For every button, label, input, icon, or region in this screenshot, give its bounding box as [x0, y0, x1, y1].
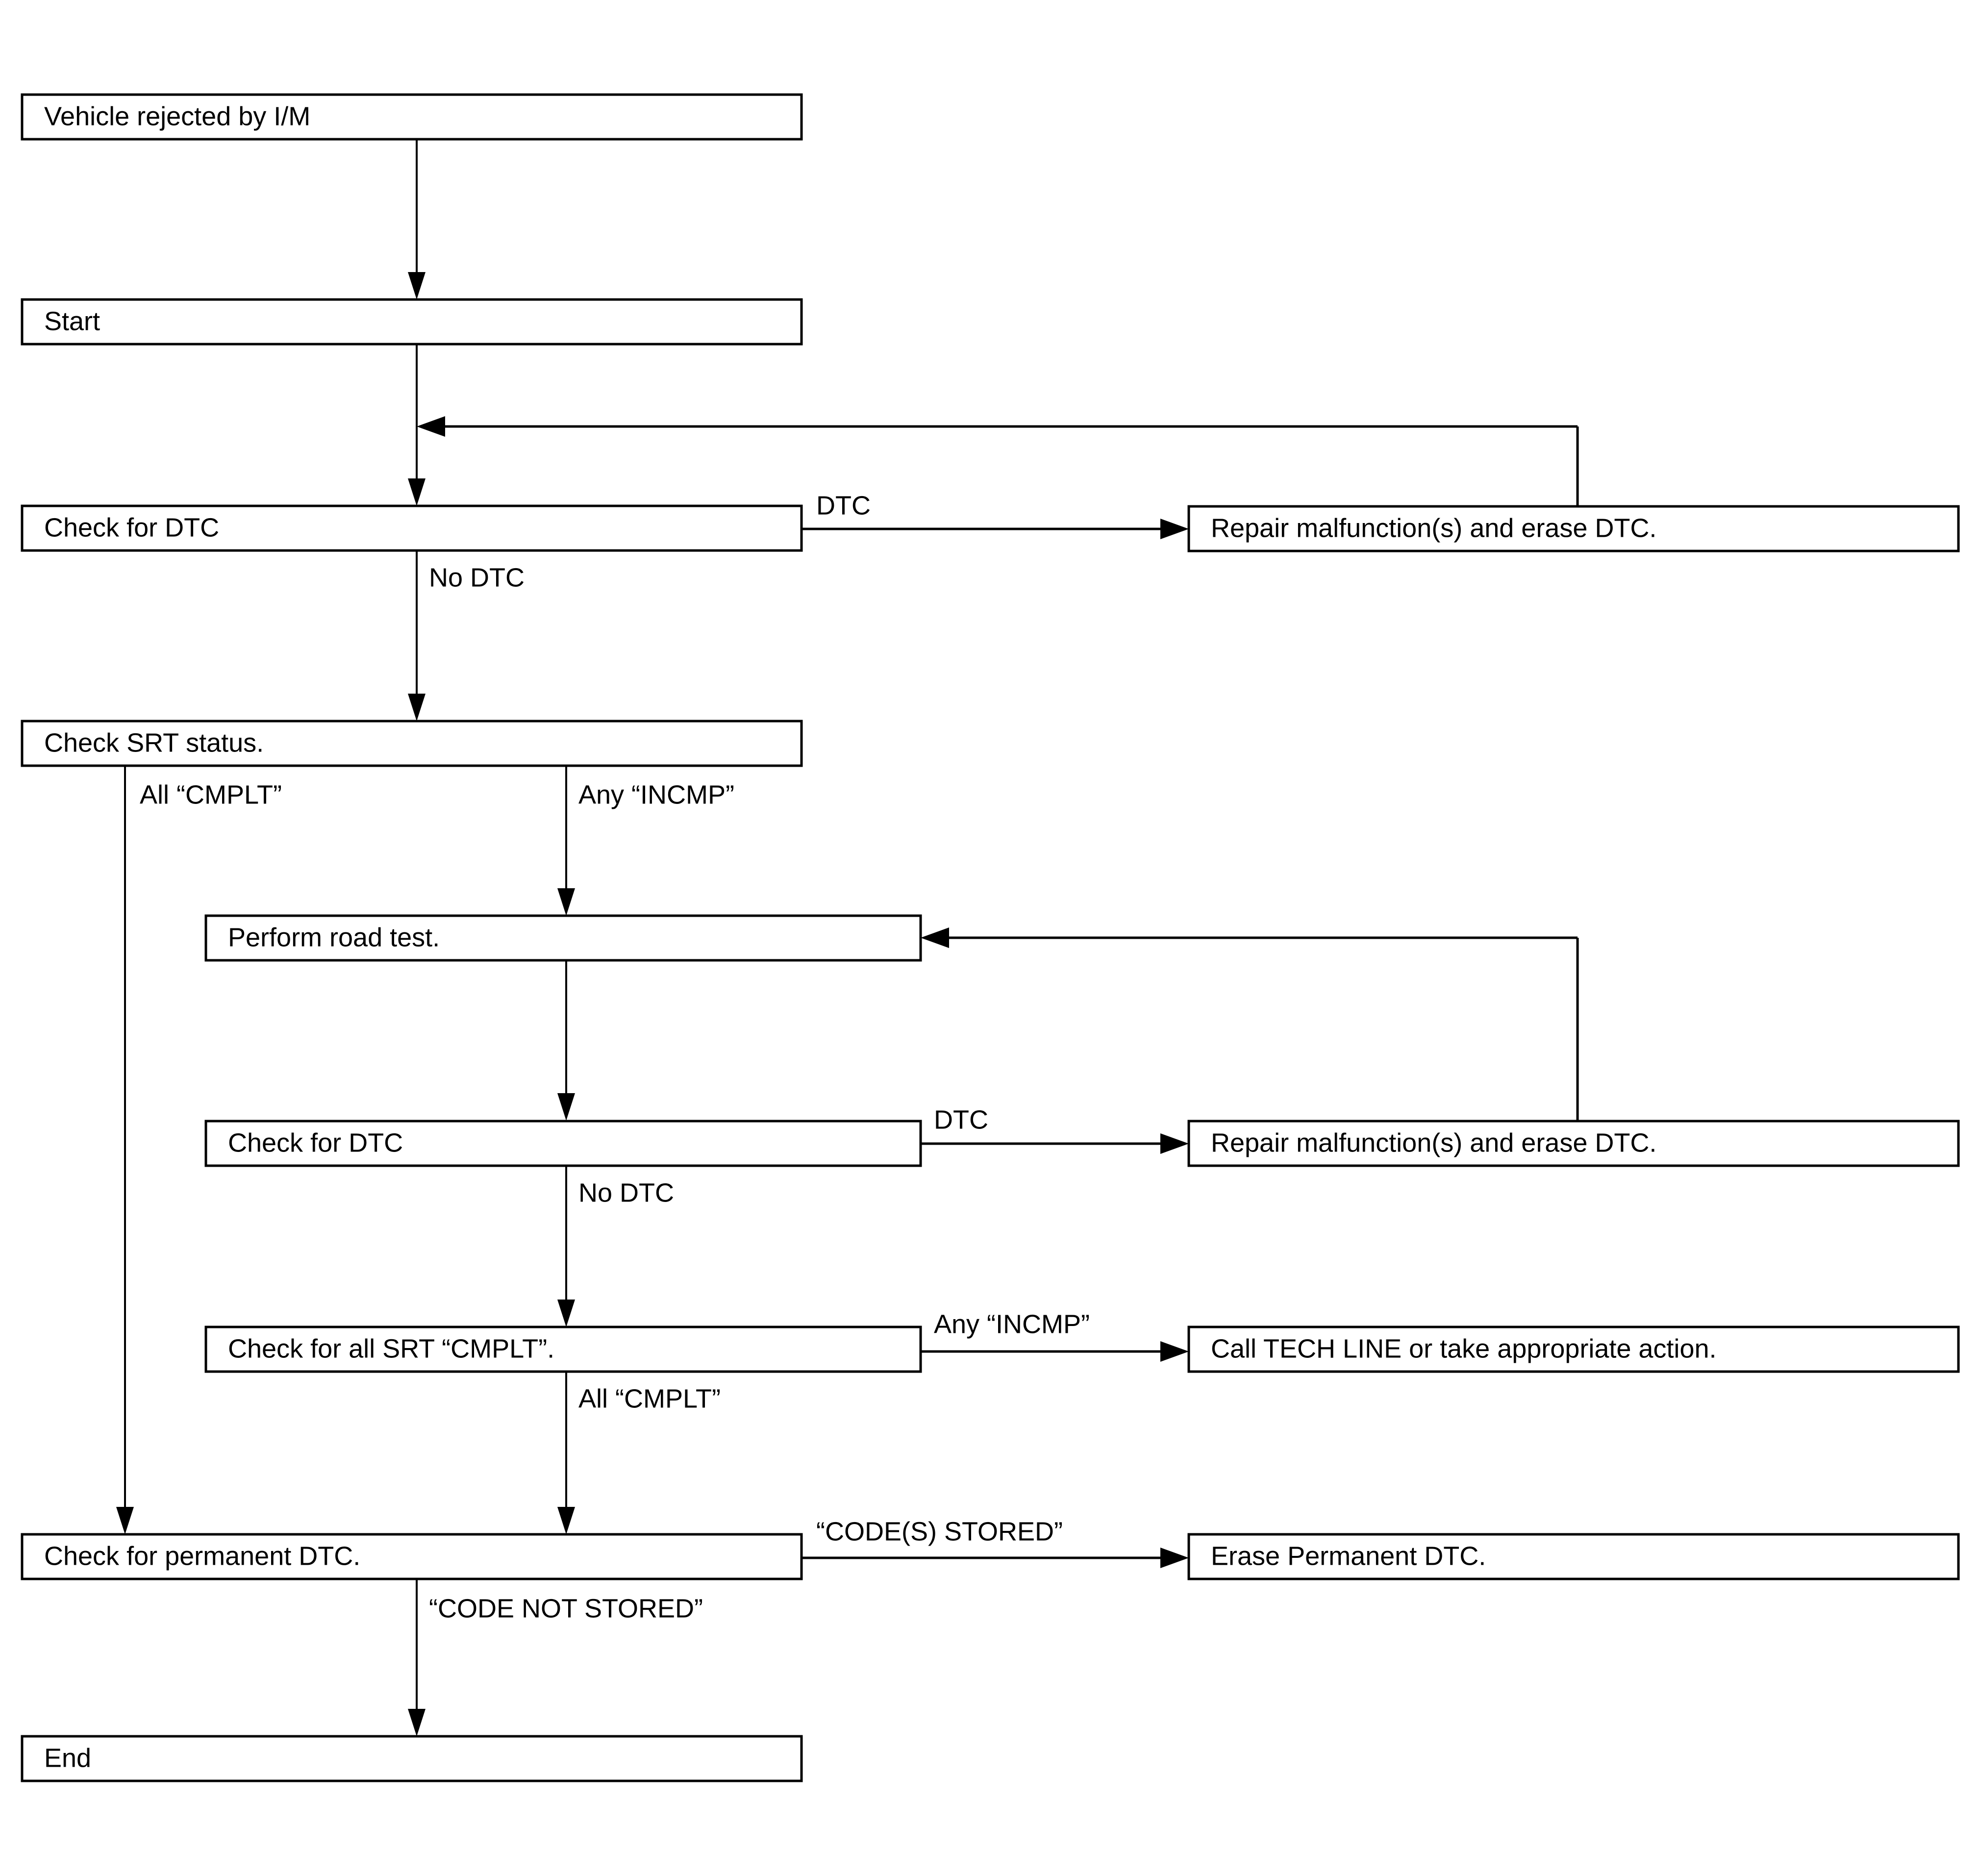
- edge-repair-2-loopback: [921, 927, 1579, 1121]
- node-vehicle-rejected[interactable]: Vehicle rejected by I/M: [21, 93, 803, 141]
- node-repair-malfunctions-1-label: Repair malfunction(s) and erase DTC.: [1211, 513, 1656, 543]
- edge-check-dtc-2-to-check-all-srt: [557, 1166, 575, 1327]
- node-check-all-srt-cmplt-label: Check for all SRT “CMPLT”.: [228, 1334, 554, 1363]
- node-end[interactable]: End: [21, 1735, 803, 1782]
- node-call-tech-line-label: Call TECH LINE or take appropriate actio…: [1211, 1334, 1716, 1363]
- node-check-for-dtc-2-label: Check for DTC: [228, 1128, 403, 1157]
- edge-repair-1-loopback: [417, 416, 1579, 506]
- edge-permanent-dtc-to-erase: [802, 1548, 1189, 1568]
- node-check-srt-status[interactable]: Check SRT status.: [21, 720, 803, 767]
- node-check-for-dtc-1[interactable]: Check for DTC: [21, 504, 803, 552]
- edge-check-dtc-1-to-check-srt: [408, 550, 426, 721]
- edge-label-all-cmplt-1: All “CMPLT”: [140, 780, 282, 809]
- edge-label-no-dtc-1: No DTC: [429, 563, 525, 592]
- edge-check-all-srt-to-permanent-dtc: [557, 1370, 575, 1534]
- node-check-srt-status-label: Check SRT status.: [44, 728, 264, 757]
- edge-label-any-incmp-1: Any “INCMP”: [578, 780, 734, 809]
- node-erase-permanent-dtc[interactable]: Erase Permanent DTC.: [1187, 1533, 1960, 1580]
- edge-start-to-check-dtc-1: [408, 344, 426, 506]
- edge-label-dtc-2: DTC: [934, 1105, 988, 1134]
- edge-label-dtc-1: DTC: [816, 491, 871, 520]
- node-call-tech-line[interactable]: Call TECH LINE or take appropriate actio…: [1187, 1326, 1960, 1373]
- edge-label-no-dtc-2: No DTC: [578, 1178, 674, 1207]
- edge-check-all-srt-to-tech-line: [921, 1341, 1189, 1362]
- node-erase-permanent-dtc-label: Erase Permanent DTC.: [1211, 1541, 1486, 1571]
- edge-check-srt-to-road-test: [557, 766, 575, 916]
- edge-permanent-dtc-to-end: [408, 1579, 426, 1736]
- node-repair-malfunctions-2[interactable]: Repair malfunction(s) and erase DTC.: [1187, 1120, 1960, 1167]
- edge-label-all-cmplt-2: All “CMPLT”: [578, 1384, 721, 1413]
- node-check-for-dtc-2[interactable]: Check for DTC: [204, 1120, 922, 1167]
- edge-check-dtc-2-to-repair-2: [921, 1133, 1189, 1154]
- node-check-permanent-dtc[interactable]: Check for permanent DTC.: [21, 1533, 803, 1580]
- edge-vehicle-rejected-to-start: [408, 139, 426, 300]
- node-check-for-dtc-1-label: Check for DTC: [44, 513, 219, 542]
- node-check-all-srt-cmplt[interactable]: Check for all SRT “CMPLT”.: [204, 1326, 922, 1373]
- node-perform-road-test[interactable]: Perform road test.: [204, 914, 922, 962]
- edge-label-any-incmp-2: Any “INCMP”: [934, 1309, 1090, 1339]
- node-check-permanent-dtc-label: Check for permanent DTC.: [44, 1541, 360, 1571]
- edge-road-test-to-check-dtc-2: [557, 961, 575, 1121]
- node-perform-road-test-label: Perform road test.: [228, 923, 440, 952]
- node-start[interactable]: Start: [21, 298, 803, 346]
- node-vehicle-rejected-label: Vehicle rejected by I/M: [44, 101, 310, 131]
- node-end-label: End: [44, 1743, 91, 1773]
- node-repair-malfunctions-2-label: Repair malfunction(s) and erase DTC.: [1211, 1128, 1656, 1157]
- edge-label-codes-stored: “CODE(S) STORED”: [816, 1517, 1063, 1546]
- node-start-label: Start: [44, 306, 100, 336]
- edge-label-code-not-stored: “CODE NOT STORED”: [429, 1594, 703, 1623]
- node-repair-malfunctions-1[interactable]: Repair malfunction(s) and erase DTC.: [1187, 505, 1960, 552]
- edge-check-srt-to-permanent-dtc: [116, 766, 134, 1534]
- edge-check-dtc-1-to-repair-1: [802, 519, 1189, 539]
